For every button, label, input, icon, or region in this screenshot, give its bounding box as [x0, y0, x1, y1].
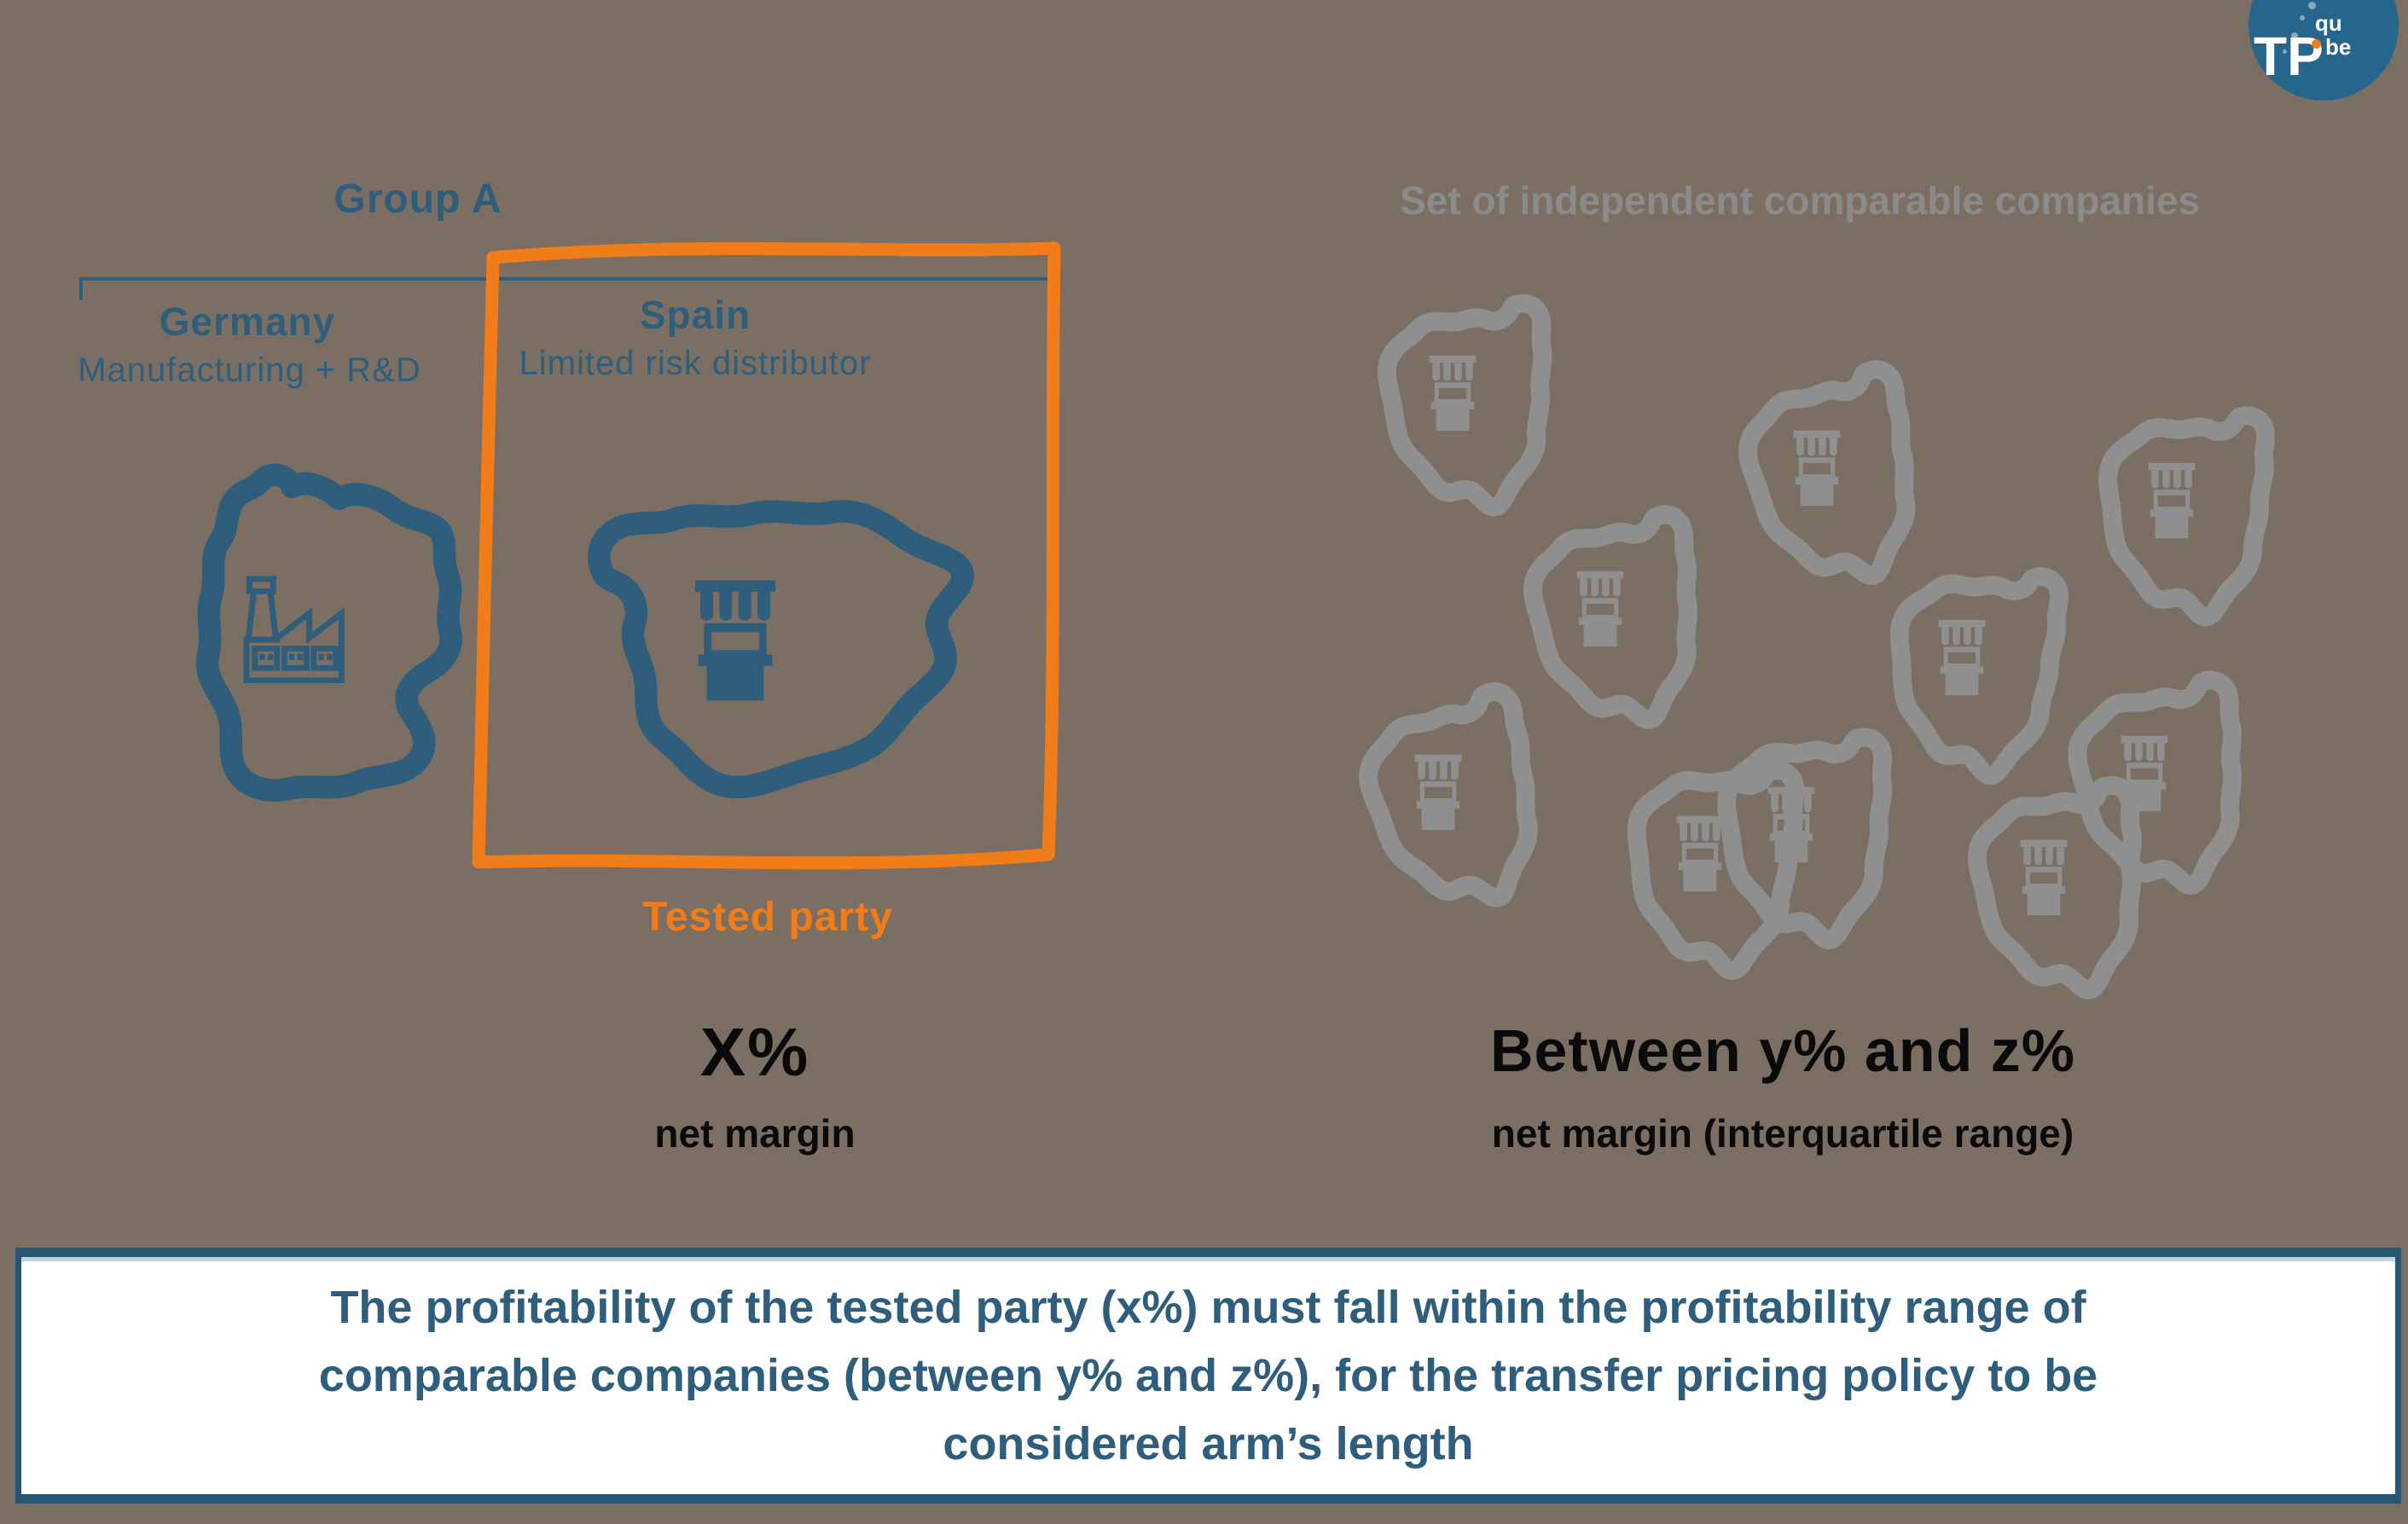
- germany-label: Germany: [159, 299, 336, 344]
- comparable-company-map: [1312, 682, 1568, 913]
- conclusion-banner: The profitability of the tested party (x…: [15, 1248, 2401, 1504]
- storefront-icon: [2141, 461, 2202, 541]
- banner-text-line-3: considered arm’s length: [943, 1418, 1474, 1469]
- banner-accent-line: [21, 1257, 2395, 1261]
- comparable-company-map: [1574, 744, 1830, 974]
- storefront-icon: [1669, 814, 1731, 894]
- banner-text-line-1: The profitability of the tested party (x…: [330, 1282, 2086, 1333]
- logo-main-text: TP: [2254, 26, 2324, 87]
- logo-sub-text: be: [2325, 34, 2352, 60]
- comparables-range-label: net margin (interquartile range): [1491, 1111, 2074, 1156]
- comparables-heading: Set of independent comparable companies: [1399, 178, 2201, 223]
- germany-role-label: Manufacturing + R&D: [78, 351, 421, 389]
- storefront-icon: [2013, 837, 2074, 918]
- spain-label: Spain: [639, 293, 751, 337]
- comparable-company-map: [1326, 283, 1582, 513]
- tested-party-label: Tested party: [642, 895, 893, 940]
- tpqube-logo: TP qu be: [2248, 0, 2399, 101]
- tested-party-box: [472, 241, 1061, 870]
- storefront-icon: [682, 577, 788, 704]
- storefront-icon: [1422, 353, 1483, 433]
- storefront-icon: [1407, 752, 1469, 832]
- storefront-icon: [1570, 569, 1631, 649]
- factory-icon: [223, 556, 362, 688]
- tested-party-margin-value: X%: [699, 1014, 810, 1090]
- tested-party-margin-label: net margin: [654, 1111, 856, 1156]
- logo-orange-dot: [2312, 39, 2321, 49]
- comparables-range-value: Between y% and z%: [1489, 1017, 2076, 1084]
- group-a-heading: Group A: [334, 177, 502, 222]
- storefront-icon: [1931, 617, 1993, 698]
- banner-text-line-2: comparable companies (between y% and z%)…: [318, 1350, 2098, 1401]
- logo-sup-text: qu: [2315, 10, 2342, 36]
- storefront-icon: [1786, 428, 1848, 508]
- spain-role-label: Limited risk distributor: [519, 345, 872, 382]
- comparable-company-map: [1918, 768, 2173, 998]
